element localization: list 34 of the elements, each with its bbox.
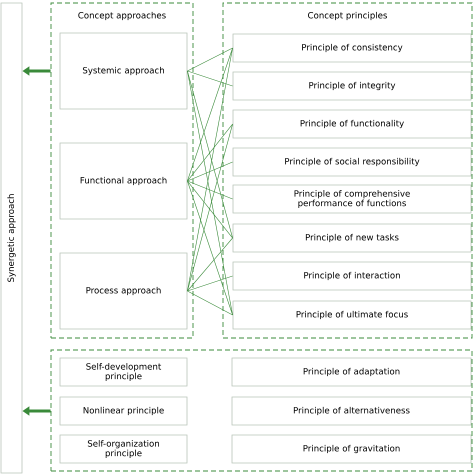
text-box: Principle of new tasks — [232, 224, 472, 252]
text-box: Principle of consistency — [232, 34, 472, 62]
connector-line — [187, 48, 233, 72]
connector-line — [187, 180, 233, 316]
connector-line — [187, 48, 233, 292]
text-box: Self-development principle — [60, 358, 188, 386]
connector-line — [187, 180, 233, 238]
text-box: Systemic approach — [60, 32, 188, 110]
text-box: Functional approach — [60, 142, 188, 220]
connector-line — [187, 290, 233, 316]
connector-line — [187, 180, 233, 200]
text-box: Nonlinear principle — [60, 396, 188, 426]
text-box: Principle of alternativeness — [232, 396, 472, 426]
text-box: Process approach — [60, 252, 188, 330]
connector-line — [187, 70, 233, 86]
connector-line — [187, 276, 233, 292]
text-box: Principle of ultimate focus — [232, 300, 472, 330]
connector-line — [187, 124, 233, 182]
connector-line — [187, 48, 233, 182]
text-box: Principle of functionality — [232, 110, 472, 138]
connector-line — [187, 162, 233, 182]
side-band: Synergetic approach — [0, 2, 22, 474]
text-box: Principle of gravitation — [232, 434, 472, 464]
connector-line — [187, 124, 233, 292]
connector-line — [187, 238, 233, 292]
text-box: Principle of adaptation — [232, 358, 472, 386]
text-box: Principle of social responsibility — [232, 148, 472, 176]
text-box: Self-organization principle — [60, 434, 188, 464]
group-frame — [50, 350, 472, 472]
text-box: Principle of integrity — [232, 72, 472, 100]
text-box: Principle of comprehensive performance of functions — [232, 184, 472, 214]
connector-line — [187, 70, 233, 238]
connector-line — [187, 70, 233, 316]
text-box: Principle of interaction — [232, 262, 472, 290]
